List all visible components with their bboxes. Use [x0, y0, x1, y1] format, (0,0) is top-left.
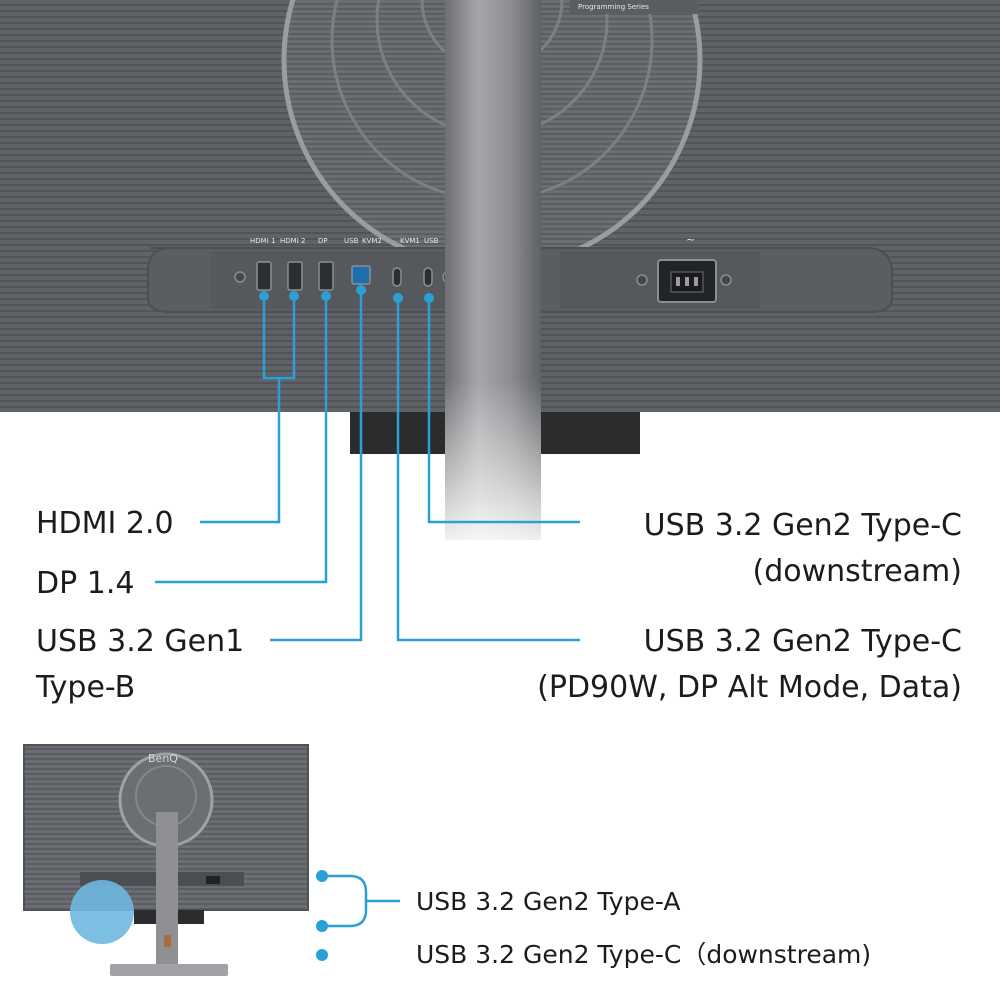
dp-label: DP 1.4 [36, 566, 135, 601]
power-mark: ~ [686, 233, 695, 246]
usbc-down-label-line1: USB 3.2 Gen2 Type-C [643, 508, 962, 543]
hdmi2-mark: HDMI 2 [280, 237, 305, 245]
hdmi-label: HDMI 2.0 [36, 506, 174, 541]
usb-b-mark: USB [344, 237, 359, 245]
screw-icon [234, 271, 246, 283]
usb-c-mark: USB [424, 237, 439, 245]
series-text: Programming Series [578, 3, 649, 11]
usb-b-label-line2: Type-B [36, 670, 136, 705]
kvm2-mark: KVM2 [362, 237, 382, 245]
screw-icon [636, 274, 648, 286]
hdmi1-mark: HDMI 1 [250, 237, 275, 245]
usb-c-side-label: USB 3.2 Gen2 Type-C（downstream) [416, 940, 872, 969]
usb-c-pd-port-icon [392, 267, 402, 287]
usbc-pd-label-line2: (PD90W, DP Alt Mode, Data) [537, 670, 962, 705]
usbc-down-label-line2: (downstream) [752, 554, 963, 589]
screw-icon [720, 274, 732, 286]
side-callouts [322, 874, 400, 928]
hdmi2-port-icon [287, 261, 303, 291]
callout-dots [259, 285, 434, 303]
kvm1-mark: KVM1 [400, 237, 420, 245]
usb-c-down-port-icon [423, 267, 433, 287]
usb-b-port-icon [351, 265, 371, 285]
callout-lines [155, 290, 580, 642]
brand-logo: BenQ [148, 752, 178, 765]
dp-mark: DP [318, 237, 328, 245]
highlight-circle [70, 880, 134, 944]
usb-a-label: USB 3.2 Gen2 Type-A [416, 887, 681, 916]
usbc-pd-label-line1: USB 3.2 Gen2 Type-C [643, 624, 962, 659]
dp-port-icon [318, 261, 334, 291]
thumbnail-monitor: BenQ [23, 744, 309, 976]
hdmi1-port-icon [256, 261, 272, 291]
usb-b-label-line1: USB 3.2 Gen1 [36, 624, 245, 659]
